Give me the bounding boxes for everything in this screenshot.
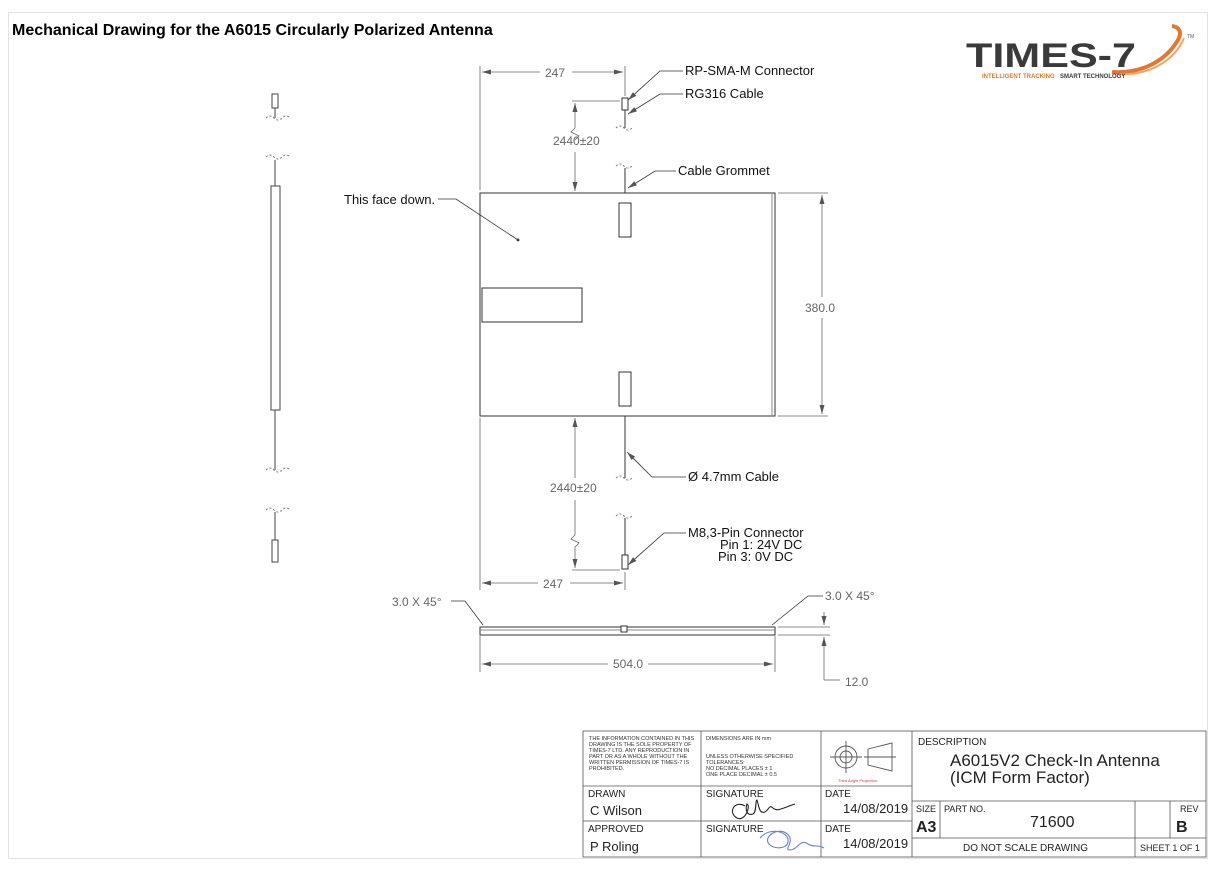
tb-drawn-by: C Wilson	[590, 803, 642, 818]
antenna-panel	[479, 192, 776, 417]
grommet-cutout-top	[618, 202, 632, 238]
third-angle-projection-icon	[830, 741, 896, 773]
tb-part-no-label: PART NO.	[944, 804, 986, 814]
tb-date-drawn: 14/08/2019	[843, 801, 908, 816]
logo-tm: TM	[1187, 34, 1194, 40]
front-view	[479, 97, 776, 570]
dim-height-380: 380.0	[805, 301, 835, 315]
cable-grommet-label: Cable Grommet	[678, 163, 770, 178]
side-m8-connector-icon	[271, 539, 279, 563]
tb-tolerance-line: ONE PLACE DECIMAL ± 0.5	[706, 772, 777, 778]
grommet-cutout-bottom	[618, 371, 632, 407]
logo-tagline-right: SMART TECHNOLOGY	[1060, 74, 1125, 80]
signature-approved	[759, 830, 825, 851]
tb-tolerance-line: NO DECIMAL PLACES ± 1	[706, 766, 772, 772]
side-rp-sma-connector-icon	[271, 93, 279, 109]
chamfer-right-label: 3.0 X 45°	[825, 589, 875, 603]
dim-width-504: 504.0	[613, 657, 643, 671]
side-break-mark	[265, 154, 291, 160]
tb-scale-note: DO NOT SCALE DRAWING	[963, 843, 1088, 854]
leader-lines	[438, 70, 823, 626]
tb-notice-line: PART OR AS A WHOLE WITHOUT THE	[589, 754, 688, 760]
drawing-sheet	[8, 12, 1208, 859]
tb-rev-value: B	[1176, 819, 1188, 836]
logo-brand-text: TIMES-7	[966, 37, 1136, 75]
rp-sma-connector-icon	[621, 97, 629, 111]
m8-pin3-label: Pin 3: 0V DC	[718, 549, 793, 564]
tb-notice-line: WRITTEN PERMISSION OF TIMES-7 IS	[589, 760, 689, 766]
tb-rev-label: REV	[1180, 804, 1199, 814]
side-break-mark	[265, 467, 291, 473]
tb-notice-line: TIMES-7 LTD. ANY REPRODUCTION IN	[589, 748, 689, 754]
dim-top-2440: 2440±20	[553, 134, 600, 148]
logo-tagline-left: INTELLIGENT TRACKING	[982, 74, 1055, 80]
dim-thickness-12: 12.0	[845, 675, 869, 689]
dim-bottom-247: 247	[543, 577, 563, 591]
page-title: Mechanical Drawing for the A6015 Circula…	[12, 22, 493, 39]
edge-view	[479, 625, 776, 636]
tb-approved-by: P Roling	[590, 839, 639, 854]
tb-date-label: DATE	[825, 824, 851, 835]
times7-logo: TIMES-7 TM INTELLIGENT TRACKING SMART TE…	[966, 24, 1194, 80]
tb-signature-label: SIGNATURE	[706, 824, 764, 835]
title-block: THE INFORMATION CONTAINED IN THIS DRAWIN…	[582, 730, 1207, 858]
m8-connector-icon	[621, 554, 629, 570]
signature-drawn	[731, 799, 796, 820]
side-break-mark	[265, 507, 291, 513]
tb-size-label: SIZE	[916, 804, 936, 814]
tb-notice-line: DRAWING IS THE SOLE PROPERTY OF	[589, 742, 692, 748]
dim-top-247: 247	[545, 66, 565, 80]
tb-approved-label: APPROVED	[588, 824, 644, 835]
tb-size-value: A3	[916, 819, 937, 836]
rg316-label: RG316 Cable	[685, 86, 764, 101]
dimension-lines	[479, 66, 840, 681]
tb-notice-line: THE INFORMATION CONTAINED IN THIS	[589, 736, 694, 742]
face-down-label: This face down.	[344, 192, 435, 207]
logo-swoosh-icon	[1111, 24, 1182, 75]
rp-sma-label: RP-SMA-M Connector	[685, 63, 815, 78]
side-break-mark	[265, 115, 291, 121]
cable-diameter-label: Ø 4.7mm Cable	[688, 469, 779, 484]
label-recess	[481, 287, 583, 323]
side-antenna-body	[270, 185, 281, 411]
projection-note: Third Angle Projection	[838, 778, 877, 783]
m8-connector-label: M8,3-Pin Connector	[688, 525, 804, 540]
logo-swoosh-inner-icon	[1117, 37, 1185, 76]
tb-part-no-value: 71600	[1030, 814, 1075, 831]
tb-tolerance-line: DIMENSIONS ARE IN mm	[706, 736, 772, 742]
tb-description-line1: A6015V2 Check-In Antenna	[950, 751, 1160, 770]
tb-date-label: DATE	[825, 789, 851, 800]
dim-bottom-2440: 2440±20	[550, 481, 597, 495]
tb-tolerance-line: TOLERANCES:	[706, 760, 745, 766]
tb-description-line2: (ICM Form Factor)	[950, 768, 1090, 787]
tb-date-approved: 14/08/2019	[843, 836, 908, 851]
tb-notice-line: PROHIBITED.	[589, 766, 625, 772]
tb-tolerance-line: UNLESS OTHERWISE SPECIFIED	[706, 754, 793, 760]
tb-description-label: DESCRIPTION	[918, 737, 986, 748]
tb-sheet-number: SHEET 1 OF 1	[1140, 843, 1200, 853]
m8-pin1-label: Pin 1: 24V DC	[720, 537, 802, 552]
side-view	[265, 93, 291, 563]
chamfer-left-label: 3.0 X 45°	[392, 595, 442, 609]
tb-drawn-label: DRAWN	[588, 789, 625, 800]
tb-signature-label: SIGNATURE	[706, 789, 764, 800]
